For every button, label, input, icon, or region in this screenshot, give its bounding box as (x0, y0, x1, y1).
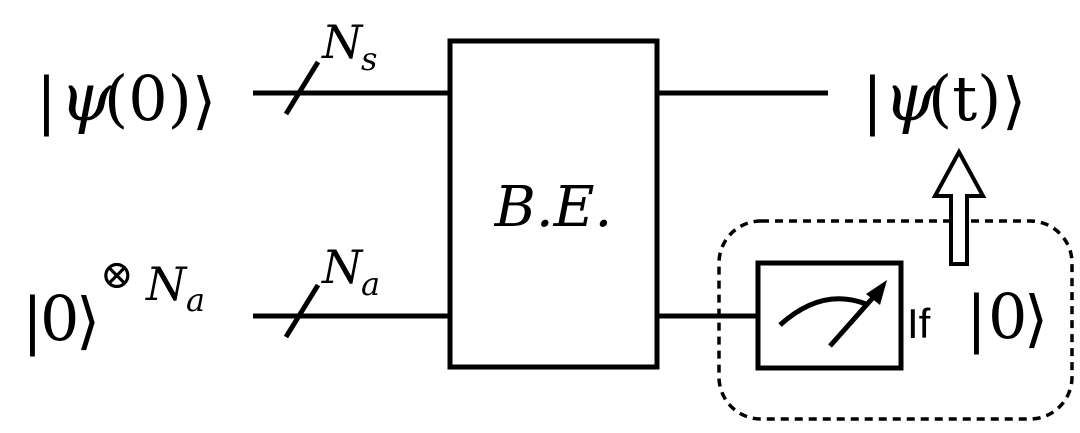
upward-hollow-arrow-icon (931, 147, 987, 266)
input-psi-symbol: ψ (60, 59, 113, 136)
ancilla-wire-slash (283, 283, 321, 339)
postselection-dashed-region (717, 219, 1074, 421)
tensor-exponent-n: N (145, 257, 188, 311)
output-psi-symbol: ψ (884, 59, 937, 136)
input-argument: (0) (104, 62, 192, 135)
ancilla-zero: 0 (40, 282, 79, 355)
input-state-label: | ψ (0) ⟩ (36, 59, 216, 137)
condition-if-word: If (907, 300, 931, 347)
tensor-power-symbol: ⊗ (100, 252, 134, 298)
condition-ket-close: ⟩ (1024, 282, 1048, 355)
output-ket-open: | (862, 64, 883, 137)
system-register-subscript: s (361, 40, 377, 78)
output-ket-close: ⟩ (1002, 64, 1026, 137)
condition-zero: 0 (988, 280, 1027, 353)
system-wire-slash (283, 60, 321, 116)
measurement-meter-box (755, 260, 904, 371)
input-ket-close: ⟩ (192, 64, 216, 137)
output-state-label: | ψ (t) ⟩ (862, 59, 1026, 137)
block-encoding-gate (447, 38, 660, 370)
ancilla-register-size-label: N a (321, 240, 380, 303)
condition-ket-open: | (966, 282, 987, 355)
ancilla-register-subscript: a (361, 265, 380, 303)
ancilla-ket-close: ⟩ (76, 284, 100, 357)
system-register-size-label: N s (321, 15, 377, 78)
ancilla-register-n: N (321, 240, 364, 294)
tensor-exponent-subscript: a (186, 281, 205, 319)
ancilla-ket-open: | (22, 284, 43, 357)
ancilla-state-label: | 0 ⟩ ⊗ N a (22, 252, 205, 357)
input-ket-open: | (36, 64, 57, 137)
output-argument: (t) (928, 62, 1001, 135)
system-register-n: N (321, 15, 364, 69)
meter-needle (828, 290, 880, 348)
meter-needle-arrowhead-icon (866, 280, 887, 305)
gate-label: B.E. (494, 175, 613, 240)
postselection-condition: If | 0 ⟩ (907, 280, 1048, 355)
meter-dial-arc (778, 296, 867, 327)
